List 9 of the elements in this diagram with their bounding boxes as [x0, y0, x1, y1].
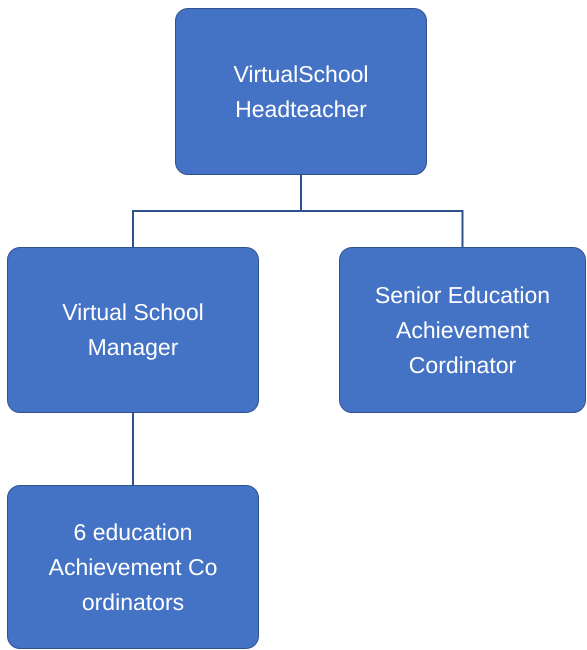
- role-title: Virtual School Manager: [61, 298, 205, 362]
- role-title: 6 education Achievement Co ordinators: [48, 518, 218, 616]
- role-box: [339, 247, 586, 413]
- role-title: VirtualSchool Headteacher: [232, 60, 370, 124]
- connector-line: [132, 413, 134, 485]
- role-title: Senior Education Achievement Cordinator: [374, 280, 552, 380]
- role-box: [7, 485, 259, 649]
- role-box: [175, 8, 427, 175]
- role-box: [7, 247, 259, 413]
